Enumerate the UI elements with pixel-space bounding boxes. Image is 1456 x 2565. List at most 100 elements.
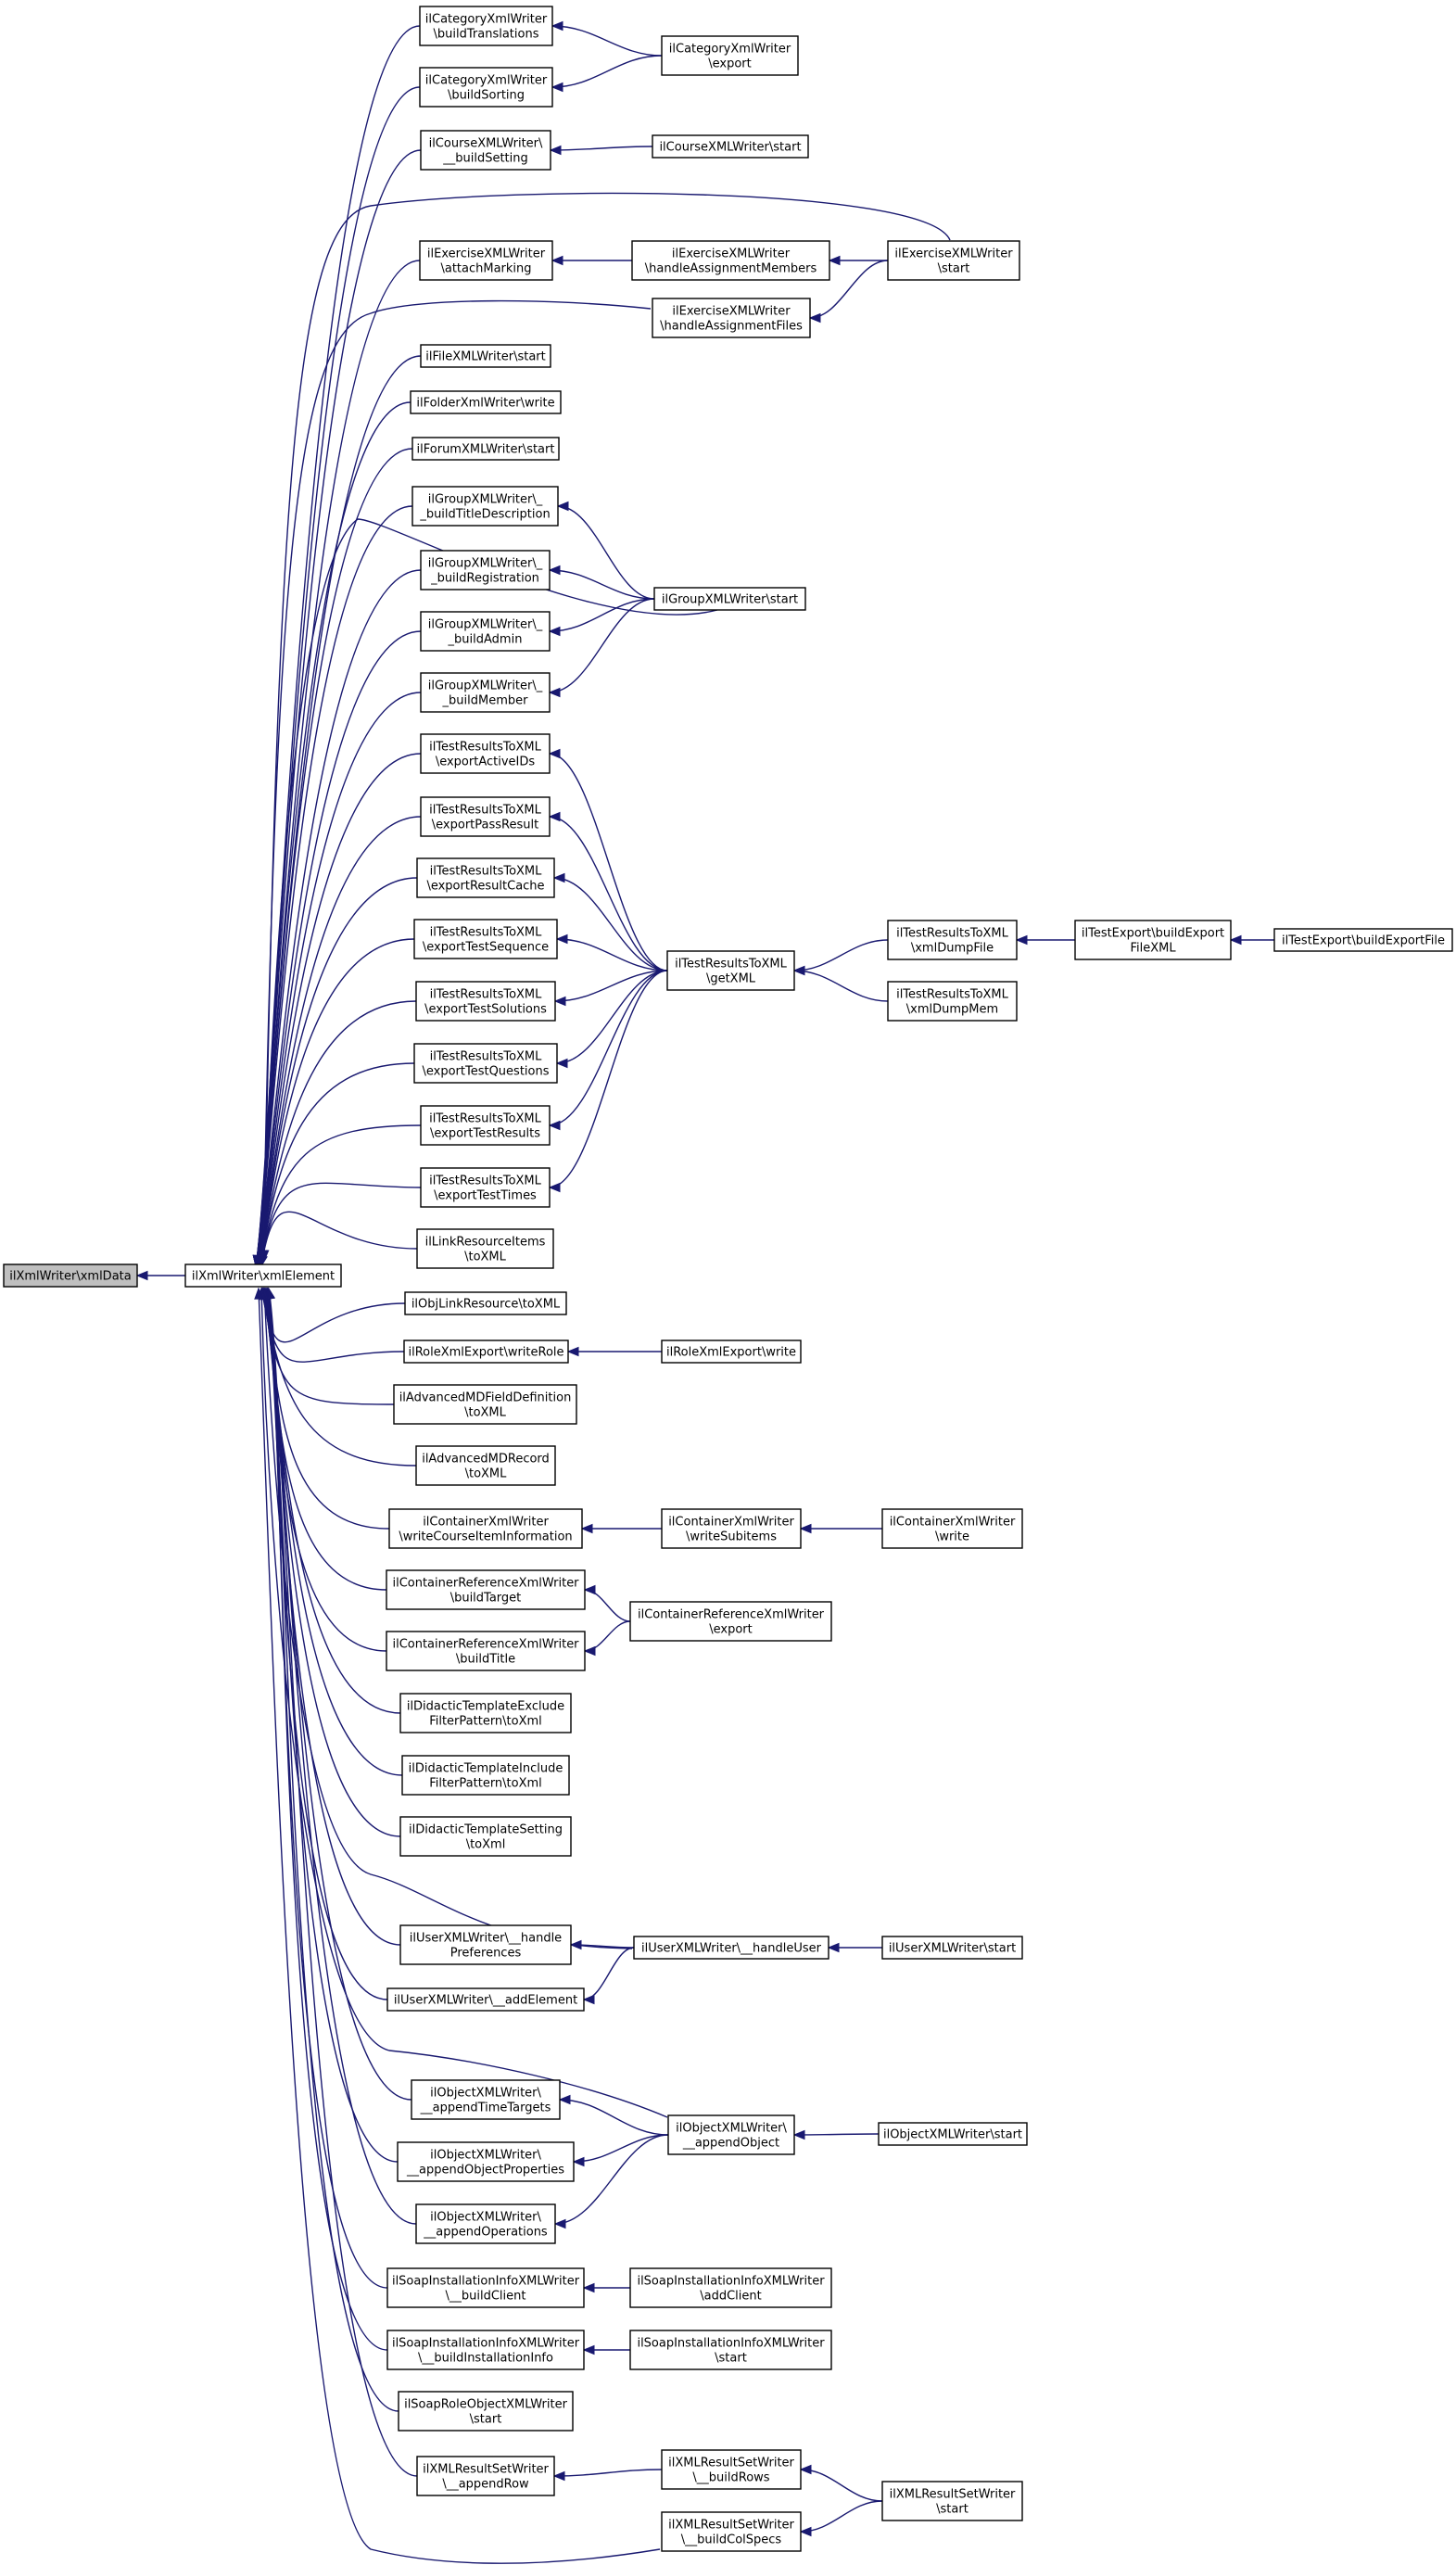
node-ilsoapinstallationinfoxmlwriter-addclient[interactable]: ilSoapInstallationInfoXMLWriter\addClien… [629,2267,832,2308]
node-iltestresultstoxml-xmldumpmem[interactable]: ilTestResultsToXML\xmlDumpMem [887,981,1018,1022]
node-ilobjectxmlwriter-appendtimetargets[interactable]: ilObjectXMLWriter\__appendTimeTargets [411,2079,561,2120]
edge-c8-to-n1 [256,505,413,1267]
node-label: ilFileXMLWriter\start [425,350,545,364]
node-ilcontainerxmlwriter-writecourseiteminformation[interactable]: ilContainerXmlWriter\writeCourseItemInfo… [388,1508,583,1549]
node-iluserxmlwriter-handleuser[interactable]: ilUserXMLWriter\__handleUser [633,1936,829,1960]
node-label: \exportTestQuestions [422,1065,549,1079]
node-ilexercisexmlwriter-attachmarking[interactable]: ilExerciseXMLWriter\attachMarking [419,240,553,281]
node-iladvancedmdfielddefinition-toxml[interactable]: ilAdvancedMDFieldDefinition\toXML [393,1384,577,1425]
node-ilxmlwriter-xmlelement[interactable]: ilXmlWriter\xmlElement [184,1263,342,1288]
node-label: ilCategoryXmlWriter [669,43,791,57]
node-ilxmlresultsetwriter-buildrows[interactable]: ilXMLResultSetWriter\__buildRows [661,2449,802,2490]
node-ilgroupxmlwriter-buildadmin[interactable]: ilGroupXMLWriter\__buildAdmin [420,611,551,652]
node-ilobjectxmlwriter-appendobject[interactable]: ilObjectXMLWriter\__appendObject [667,2114,795,2155]
node-iluserxmlwriter-addelement[interactable]: ilUserXMLWriter\__addElement [386,1987,585,2012]
node-label: ilRoleXmlExport\writeRole [408,1346,563,1360]
node-iltestexport-buildexportfile[interactable]: ilTestExport\buildExportFile [1273,928,1453,952]
node-label: \start [938,262,970,276]
edge-d9-to-c26 [584,1589,631,1622]
node-ilcontainerxmlwriter-write[interactable]: ilContainerXmlWriter\write [881,1508,1023,1549]
node-ilcategoryxmlwriter-export[interactable]: ilCategoryXmlWriter\export [661,35,799,76]
node-ildidactictemplateexcludefilterpattern-toxml[interactable]: ilDidacticTemplateExcludeFilterPattern\t… [399,1693,572,1733]
node-ilcontainerreferencexmlwriter-buildtarget[interactable]: ilContainerReferenceXmlWriter\buildTarge… [386,1569,586,1610]
node-ilsoapinstallationinfoxmlwriter-start[interactable]: ilSoapInstallationInfoXMLWriter\start [629,2330,832,2370]
edge-d5-to-c8 [557,505,655,600]
node-label: \toXML [465,1467,508,1481]
node-label: _buildTitleDescription [419,508,550,522]
node-label: ilXmlWriter\xmlElement [192,1270,335,1284]
node-ilxmlresultsetwriter-buildcolspecs[interactable]: ilXMLResultSetWriter\__buildColSpecs [661,2511,802,2552]
edge-arrowhead [548,748,561,759]
node-ildidactictemplateincludefilterpattern-toxml[interactable]: ilDidacticTemplateIncludeFilterPattern\t… [401,1755,570,1796]
node-ilxmlresultsetwriter-start[interactable]: ilXMLResultSetWriter\start [881,2481,1023,2521]
node-ilcontainerreferencexmlwriter-export[interactable]: ilContainerReferenceXmlWriter\export [629,1601,832,1642]
edge-arrowhead [828,255,841,266]
node-iltestresultstoxml-xmldumpfile[interactable]: ilTestResultsToXML\xmlDumpFile [887,920,1018,960]
node-ilsoapinstallationinfoxmlwriter-buildclient[interactable]: ilSoapInstallationInfoXMLWriter\__buildC… [386,2267,585,2308]
node-ilfilexmlwriter-start[interactable]: ilFileXMLWriter\start [420,344,551,368]
node-ilrolexmlexport-write[interactable]: ilRoleXmlExport\write [661,1340,802,1364]
node-ilobjectxmlwriter-appendobjectproperties[interactable]: ilObjectXMLWriter\__appendObjectProperti… [397,2141,575,2182]
node-ilexercisexmlwriter-handleassignmentfiles[interactable]: ilExerciseXMLWriter\handleAssignmentFile… [652,298,811,338]
edge-c14-to-n1 [258,877,418,1267]
node-ilfolderxmlwriter-write[interactable]: ilFolderXmlWriter\write [410,390,562,414]
node-label: ilDidacticTemplateExclude [407,1700,564,1714]
node-label: ilContainerReferenceXmlWriter [638,1608,825,1622]
node-ilsoaproleobjectxmlwriter-start[interactable]: ilSoapRoleObjectXMLWriter\start [398,2391,574,2432]
node-iltestresultstoxml-exporttestsequence[interactable]: ilTestResultsToXML\exportTestSequence [413,919,558,959]
node-ilxmlwriter-xmldata[interactable]: ilXmlWriter\xmlData [3,1263,138,1288]
node-ilcoursexmlwriter-start[interactable]: ilCourseXMLWriter\start [652,134,809,159]
node-label: __appendOperations [423,2226,548,2240]
edge-arrowhead [808,312,821,324]
node-label: ilContainerXmlWriter [423,1516,549,1530]
node-ilexercisexmlwriter-start[interactable]: ilExerciseXMLWriter\start [887,240,1020,281]
edge-arrowhead [558,2094,571,2105]
node-ildidactictemplatesetting-toxml[interactable]: ilDidacticTemplateSetting\toXml [399,1816,572,1857]
node-ilobjlinkresource-toxml[interactable]: ilObjLinkResource\toXML [404,1291,567,1315]
node-label: \exportActiveIDs [436,756,536,769]
node-ilcategoryxmlwriter-buildtranslations[interactable]: ilCategoryXmlWriter\buildTranslations [419,6,553,46]
node-ilexercisexmlwriter-handleassignmentmembers[interactable]: ilExerciseXMLWriter\handleAssignmentMemb… [631,240,830,281]
node-illinkresourceitems-toxml[interactable]: ilLinkResourceItems\toXML [416,1228,554,1269]
node-iltestresultstoxml-exportresultcache[interactable]: ilTestResultsToXML\exportResultCache [416,857,555,898]
node-ilobjectxmlwriter-appendoperations[interactable]: ilObjectXMLWriter\__appendOperations [415,2203,556,2244]
node-ilcategoryxmlwriter-buildsorting[interactable]: ilCategoryXmlWriter\buildSorting [419,67,553,108]
node-iltestresultstoxml-exporttestquestions[interactable]: ilTestResultsToXML\exportTestQuestions [413,1043,558,1084]
node-iltestresultstoxml-exporttestsolutions[interactable]: ilTestResultsToXML\exportTestSolutions [415,981,556,1022]
node-ilcontainerreferencexmlwriter-buildtitle[interactable]: ilContainerReferenceXmlWriter\buildTitle [386,1631,586,1671]
edge-arrowhead [553,996,566,1007]
node-iluserxmlwriter-start[interactable]: ilUserXMLWriter\start [881,1936,1023,1960]
node-box [420,130,551,171]
node-label: ilContainerXmlWriter [890,1516,1016,1530]
node-label: ilUserXMLWriter\__handle [410,1932,562,1946]
node-box [878,2122,1028,2146]
node-iltestresultstoxml-exportpassresult[interactable]: ilTestResultsToXML\exportPassResult [420,796,551,837]
node-ilgroupxmlwriter-buildregistration[interactable]: ilGroupXMLWriter\__buildRegistration [420,550,551,590]
node-iltestresultstoxml-exporttesttimes[interactable]: ilTestResultsToXML\exportTestTimes [420,1167,551,1208]
node-label: ilXMLResultSetWriter [890,2488,1016,2502]
node-ilcoursexmlwriter-buildsetting[interactable]: ilCourseXMLWriter\__buildSetting [420,130,551,171]
node-ilcontainerxmlwriter-writesubitems[interactable]: ilContainerXmlWriter\writeSubitems [661,1508,802,1549]
node-ilgroupxmlwriter-start[interactable]: ilGroupXMLWriter\start [653,587,806,611]
node-iltestresultstoxml-getxml[interactable]: ilTestResultsToXML\getXML [666,950,795,991]
node-ilforumxmlwriter-start[interactable]: ilForumXMLWriter\start [411,437,560,461]
node-iladvancedmdrecord-toxml[interactable]: ilAdvancedMDRecord\toXML [415,1445,556,1486]
node-box [1273,928,1453,952]
node-label: ilSoapRoleObjectXMLWriter [404,2398,567,2412]
node-ilgroupxmlwriter-buildmember[interactable]: ilGroupXMLWriter\__buildMember [420,672,551,713]
node-ilobjectxmlwriter-start[interactable]: ilObjectXMLWriter\start [878,2122,1028,2146]
edge-arrowhead [582,2344,595,2355]
node-label: ilGroupXMLWriter\start [662,593,798,607]
node-iltestresultstoxml-exporttestresults[interactable]: ilTestResultsToXML\exportTestResults [420,1105,551,1146]
node-box [420,1105,551,1146]
node-ilgroupxmlwriter-buildtitledescription[interactable]: ilGroupXMLWriter\__buildTitleDescription [411,486,559,527]
node-label: Preferences [450,1947,522,1961]
node-ilsoapinstallationinfoxmlwriter-buildinstallationinfo[interactable]: ilSoapInstallationInfoXMLWriter\__buildI… [386,2330,585,2370]
node-iltestresultstoxml-exportactiveids[interactable]: ilTestResultsToXML\exportActiveIDs [420,733,551,774]
edge-c30-to-n1 [264,1288,401,1837]
node-ilxmlresultsetwriter-appendrow[interactable]: ilXMLResultSetWriter\__appendRow [416,2456,555,2496]
node-box [416,1228,554,1269]
node-ilrolexmlexport-writerole[interactable]: ilRoleXmlExport\writeRole [403,1340,569,1364]
